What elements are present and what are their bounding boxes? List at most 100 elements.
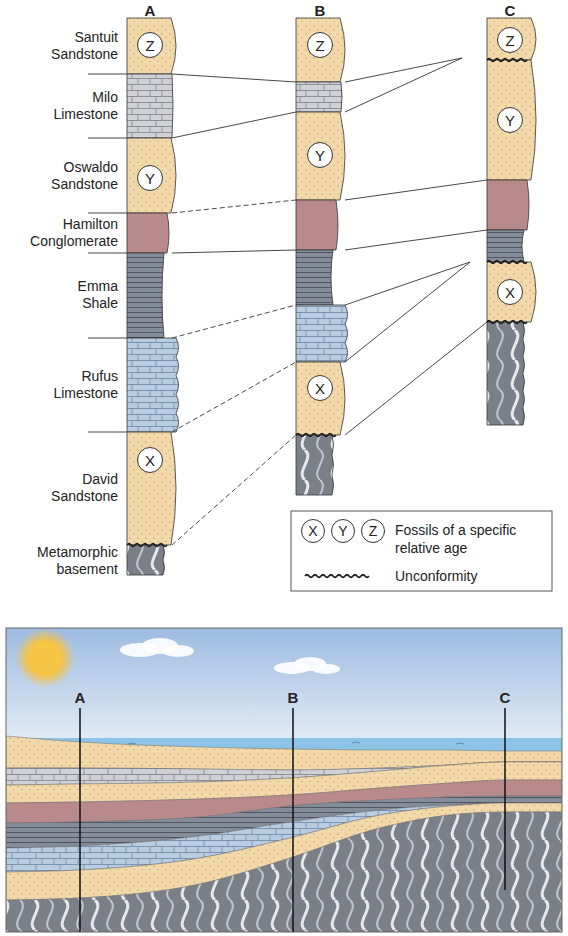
rock-layer [127,74,173,138]
rock-layer [296,18,345,82]
well-label: B [288,689,299,706]
correlation-line [88,213,127,214]
rock-layer [487,322,525,425]
rock-layer [127,545,165,575]
fossil-letter: Y [505,113,515,128]
rock-layer [296,112,345,200]
rock-layer [487,262,536,322]
well-label: C [500,689,511,706]
sun-glow [15,628,75,688]
correlation-line [172,74,296,82]
fossil-letter: Z [315,38,324,53]
unconformity-line [296,434,336,437]
unit-name: Metamorphic basement [37,544,118,578]
unit-name: Emma Shale [78,278,118,312]
correlation-line [345,230,487,250]
unit-name: Oswaldo Sandstone [51,159,118,193]
unit-name: David Sandstone [51,471,118,505]
wave-mark [128,743,136,744]
well-label: A [75,689,86,706]
fossil-letter: X [505,285,515,300]
rock-layer [127,253,164,338]
unit-name: Rufus Limestone [53,368,118,402]
rock-layer [127,432,176,545]
rock-layer [487,230,524,262]
legend-fossil-symbol: Y [331,519,355,543]
fossil-letter: Y [145,171,155,186]
correlation-line [88,432,127,433]
well-line [504,708,506,890]
cloud [162,645,194,657]
legend-text: Unconformity [395,567,545,585]
correlation-line [345,58,462,112]
fossil-symbol: Y [497,107,523,133]
section-frame [6,628,562,932]
rock-layer [487,180,529,230]
legend-fossil-symbol: Z [361,519,385,543]
fossil-symbol: Y [307,142,333,168]
correlation-line [345,322,487,435]
correlation-line [345,262,470,305]
rock-layer [296,305,348,362]
unconformities [127,59,527,547]
correlation-lines [88,58,487,545]
column-label: A [145,2,156,19]
sun [30,643,60,673]
stratigraphic-columns [127,18,536,575]
rock-layer [296,200,338,250]
unit-name: Milo Limestone [53,89,118,123]
fossil-symbol: Z [137,32,163,58]
rock-layer [296,82,342,112]
fossil-symbol: Y [137,165,163,191]
rock-layer [296,435,334,495]
wave-mark [352,742,360,743]
unconformity-line [487,59,527,62]
correlation-line [345,262,470,362]
correlation-line [172,112,296,138]
fossil-symbol: Z [497,27,523,53]
unconformity-line [487,261,527,264]
correlation-line [88,338,127,339]
column-label: C [505,2,516,19]
rock-layer [487,60,536,180]
sky [6,628,562,744]
rock-layer [127,138,176,213]
legend-fossil-symbol: X [301,519,325,543]
fossil-letter: X [315,381,325,396]
fossil-letter: Z [505,33,514,48]
fossil-letter: Z [145,38,154,53]
correlation-line [172,362,296,432]
unconformity-line [127,544,167,547]
unit-name: Hamilton Conglomerate [30,216,118,250]
fossil-symbol: Z [307,32,333,58]
legend-box [291,511,552,591]
fossil-symbol: X [137,447,163,473]
correlation-line [172,435,296,545]
correlation-line [172,200,296,213]
correlation-line [88,138,127,139]
correlation-line [172,305,296,338]
rock-layer [127,213,169,253]
legend-text: Fossils of a specific relative age [395,521,545,557]
rock-layer [487,18,536,60]
cloud [312,664,340,674]
correlation-line [88,74,127,75]
unit-name: Santuit Sandstone [51,29,118,63]
well-line [292,708,294,932]
wave-mark [456,743,464,744]
rock-layer [296,250,333,305]
correlation-line [345,180,487,200]
cross-section [6,628,562,932]
rock-layer [127,18,176,74]
correlation-line [345,58,462,82]
fossil-letter: X [145,453,155,468]
section-layer [6,812,562,932]
fossil-symbol: X [497,279,523,305]
well-line [79,708,81,932]
correlation-line [88,253,127,254]
fossil-letter: Y [315,148,325,163]
unconformity-line [487,321,527,324]
rock-layer [127,338,179,432]
